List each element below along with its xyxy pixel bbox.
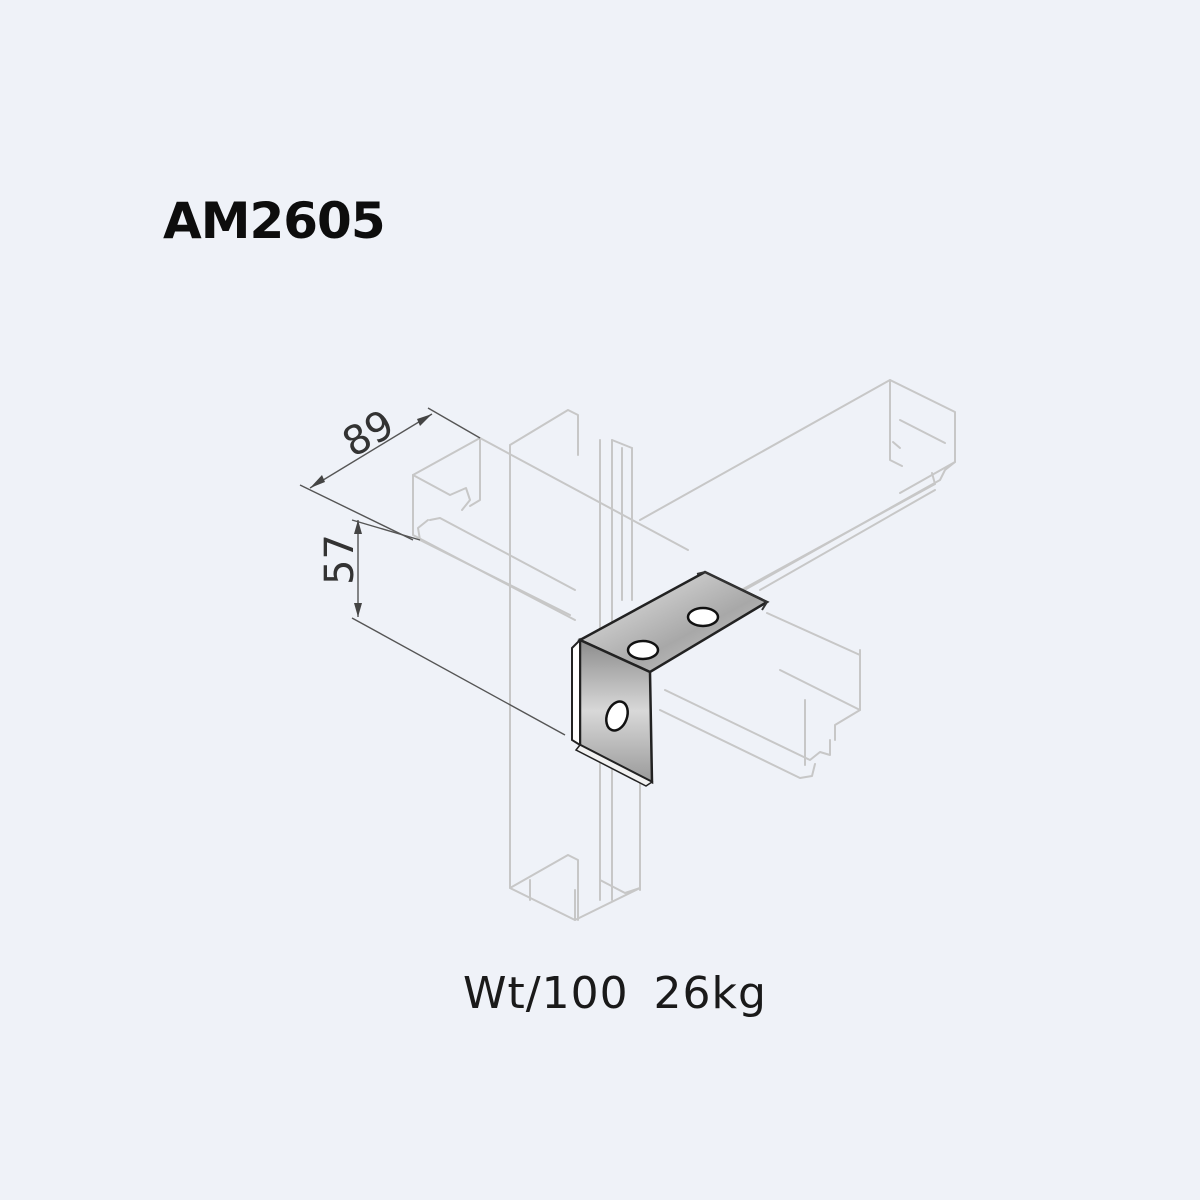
front-channel	[412, 437, 861, 779]
dimension-height-label: 57	[317, 534, 363, 585]
cross-channel	[639, 379, 956, 641]
weight-label: Wt/100 26kg	[463, 968, 767, 1019]
angle-bracket	[571, 570, 770, 787]
dimension-width-label: 89	[335, 401, 402, 466]
bolt-hole	[605, 700, 629, 732]
bolt-hole	[626, 639, 660, 661]
bolt-hole	[686, 606, 720, 628]
dimension-width: 89	[299, 401, 481, 541]
dimension-height: 57	[317, 519, 566, 736]
product-code: AM2605	[163, 192, 386, 250]
